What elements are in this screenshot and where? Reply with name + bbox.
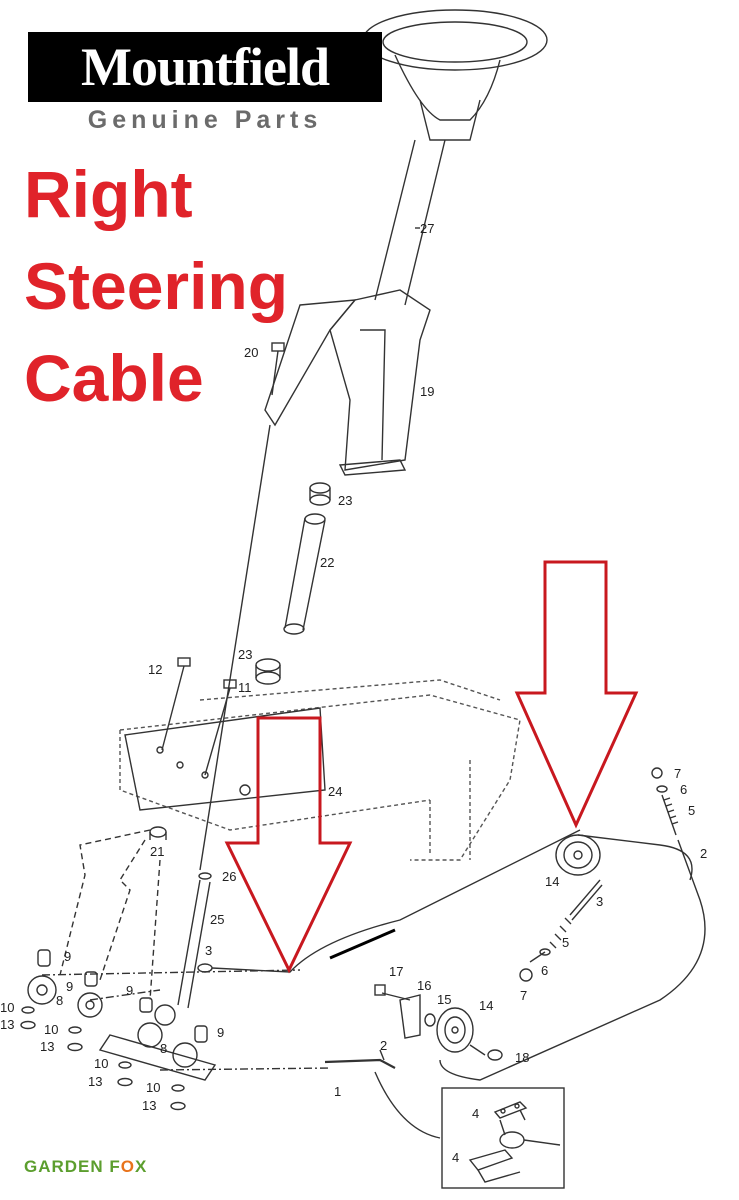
title-line-3: Cable — [24, 341, 204, 415]
label-4-inset-top: 4 — [472, 1106, 479, 1121]
brand-name: Mountfield — [80, 37, 330, 97]
brand-tagline: Genuine Parts — [87, 106, 323, 134]
nut-21 — [149, 826, 167, 840]
bolt-20 — [271, 342, 285, 396]
label-14-lower: 14 — [479, 998, 493, 1013]
label-15: 15 — [437, 992, 451, 1007]
label-1: 1 — [334, 1084, 341, 1099]
label-3-left: 3 — [205, 943, 212, 958]
label-17: 17 — [389, 964, 403, 979]
label-10-c: 10 — [94, 1056, 108, 1071]
label-5-top: 5 — [688, 803, 695, 818]
label-13-c: 13 — [88, 1074, 102, 1089]
label-8-a: 8 — [56, 993, 63, 1008]
label-6-top: 6 — [680, 782, 687, 797]
label-2-top: 2 — [700, 846, 707, 861]
brand-box: Mountfield — [28, 32, 382, 102]
label-25: 25 — [210, 912, 224, 927]
washers-10-13 — [20, 1006, 186, 1111]
label-19: 19 — [420, 384, 434, 399]
label-5-lower: 5 — [562, 935, 569, 950]
tube-22 — [283, 513, 326, 635]
label-6-lower: 6 — [541, 963, 548, 978]
spring-5-lower — [519, 879, 603, 982]
cable-path — [41, 969, 331, 1071]
label-9-d: 9 — [217, 1025, 224, 1040]
cable-1 — [324, 1049, 441, 1139]
label-11: 11 — [238, 680, 252, 695]
chassis-frame — [119, 679, 521, 861]
washer-26 — [198, 872, 212, 880]
label-18: 18 — [515, 1050, 529, 1065]
bolt-12 — [161, 657, 191, 751]
label-24: 24 — [328, 784, 342, 799]
label-9-b: 9 — [66, 979, 73, 994]
inset-detail — [441, 1087, 565, 1189]
column-bracket — [264, 289, 431, 476]
base-plate — [124, 707, 326, 811]
arrow-right-down — [514, 560, 639, 829]
bolt-11 — [204, 679, 237, 776]
footer-logo-part2: O — [120, 1157, 136, 1176]
label-10-b: 10 — [44, 1022, 58, 1037]
label-9-a: 9 — [64, 949, 71, 964]
label-22: 22 — [320, 555, 334, 570]
label-4-inset-bottom: 4 — [452, 1150, 459, 1165]
pivot-links — [59, 829, 161, 1001]
label-7-top: 7 — [674, 766, 681, 781]
label-10-a: 10 — [0, 1000, 14, 1015]
label-20: 20 — [244, 345, 258, 360]
footer-logo-part3: X — [135, 1157, 148, 1176]
part-labels: 27 19 20 23 22 23 12 11 24 21 26 25 3 9 … — [0, 221, 707, 1165]
label-3-right: 3 — [596, 894, 603, 909]
arrow-left-down — [224, 716, 353, 974]
label-13-a: 13 — [0, 1017, 14, 1032]
label-2-lower: 2 — [380, 1038, 387, 1053]
bush-23-top — [309, 482, 331, 506]
label-14-top: 14 — [545, 874, 559, 889]
label-12: 12 — [148, 662, 162, 677]
label-9-c: 9 — [126, 983, 133, 998]
steering-shaft-line — [199, 424, 271, 871]
label-16: 16 — [417, 978, 431, 993]
label-13-d: 13 — [142, 1098, 156, 1113]
title-line-2: Steering — [24, 249, 289, 323]
label-21: 21 — [150, 844, 164, 859]
label-23-top: 23 — [338, 493, 352, 508]
steering-wheel — [362, 9, 548, 141]
label-8-b: 8 — [160, 1041, 167, 1056]
shaft-25 — [177, 879, 211, 1009]
label-7-lower: 7 — [520, 988, 527, 1003]
footer-logo-part1: GARDEN F — [24, 1157, 121, 1176]
title-line-1: Right — [24, 157, 193, 231]
label-26: 26 — [222, 869, 236, 884]
label-27: 27 — [420, 221, 434, 236]
pulley-14-lower — [374, 984, 503, 1061]
label-10-d: 10 — [146, 1080, 160, 1095]
footer-logo: GARDEN FOX — [24, 1157, 147, 1177]
brand-logo: Mountfield Genuine Parts — [28, 32, 382, 135]
label-23-bottom: 23 — [238, 647, 252, 662]
page-title: Right Steering Cable — [24, 148, 288, 424]
label-13-b: 13 — [40, 1039, 54, 1054]
steering-column — [374, 139, 446, 306]
sprocket-assembly — [27, 949, 217, 1081]
pulley-14-right — [555, 834, 693, 881]
cable-2-spring-5 — [439, 767, 706, 1081]
bush-23-bottom — [255, 658, 281, 685]
